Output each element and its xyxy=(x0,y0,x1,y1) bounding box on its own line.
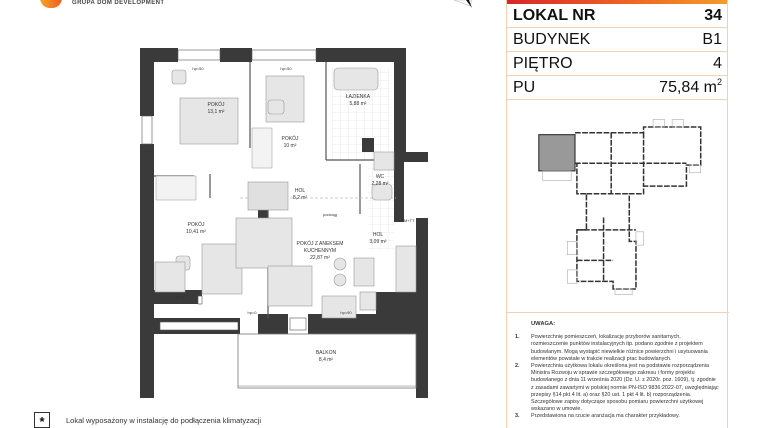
note-item: 1. Powierzchnię pomieszczeń, lokalizację… xyxy=(515,334,708,362)
note-item: 3. Przedstawiona na rzucie aranżacja ma … xyxy=(515,413,680,420)
svg-text:hp=50: hp=50 xyxy=(174,294,186,299)
svg-text:POKÓJ Z ANEKSEM: POKÓJ Z ANEKSEM xyxy=(297,240,344,247)
accent-bar xyxy=(507,0,727,4)
svg-text:13,1 m²: 13,1 m² xyxy=(208,109,225,115)
compass-north-icon xyxy=(453,0,473,8)
svg-text:hp=90: hp=90 xyxy=(340,310,352,315)
info-row-pietro: PIĘTRO 4 xyxy=(507,52,727,76)
svg-text:10,41 m²: 10,41 m² xyxy=(186,229,206,235)
svg-text:8,2 m²: 8,2 m² xyxy=(293,195,308,201)
logo-mark-icon xyxy=(40,0,62,8)
building-key-plan xyxy=(538,119,702,295)
svg-text:POKÓJ: POKÓJ xyxy=(282,135,299,142)
asterisk-icon: * xyxy=(34,412,50,428)
svg-text:5,88 m²: 5,88 m² xyxy=(350,101,367,107)
svg-text:BALKON: BALKON xyxy=(316,350,337,356)
info-row-lokal-nr: LOKAL NR 34 xyxy=(507,4,727,28)
info-row-pu: PU 75,84 m2 xyxy=(507,76,727,100)
svg-text:hp=50: hp=50 xyxy=(192,66,204,71)
svg-text:22,87 m²: 22,87 m² xyxy=(310,255,330,261)
legend-text: Lokal wyposażony w instalację do podłącz… xyxy=(66,415,262,425)
svg-text:ŁAZIENKA: ŁAZIENKA xyxy=(346,94,371,100)
svg-text:TM+TT: TM+TT xyxy=(402,218,416,223)
company-logo: GRUPA DOM DEVELOPMENT xyxy=(30,0,164,10)
svg-text:3,09 m²: 3,09 m² xyxy=(370,239,387,245)
apartment-floor-plan: POKÓJ 13,1 m² ŁAZIENKA 5,88 m² POKÓJ 10 … xyxy=(140,48,428,398)
svg-text:POKÓJ: POKÓJ xyxy=(188,221,205,228)
notes-section: UWAGA: 1. Powierzchnię pomieszczeń, loka… xyxy=(507,312,729,421)
svg-text:HOL: HOL xyxy=(373,232,384,238)
room-label-pokoj-1: POKÓJ xyxy=(208,101,225,108)
note-item: 2. Powierzchnia użytkowa lokalu określon… xyxy=(515,363,719,413)
svg-text:hp=50: hp=50 xyxy=(280,66,292,71)
svg-text:podciąg: podciąg xyxy=(323,212,337,217)
logo-text: GRUPA DOM DEVELOPMENT xyxy=(72,0,165,6)
svg-text:hp=0: hp=0 xyxy=(247,310,257,315)
info-row-budynek: BUDYNEK B1 xyxy=(507,28,727,52)
svg-text:WC: WC xyxy=(376,174,385,180)
svg-text:2,28 m²: 2,28 m² xyxy=(372,181,389,187)
svg-text:HOL: HOL xyxy=(295,188,306,194)
svg-text:8,4 m²: 8,4 m² xyxy=(319,357,334,363)
svg-text:10 m²: 10 m² xyxy=(284,143,297,149)
unit-info-panel: LOKAL NR 34 BUDYNEK B1 PIĘTRO 4 PU 75,84… xyxy=(506,0,729,428)
svg-text:KUCHENNYM: KUCHENNYM xyxy=(304,248,336,254)
air-conditioning-legend: * Lokal wyposażony w instalację do podłą… xyxy=(34,412,261,428)
